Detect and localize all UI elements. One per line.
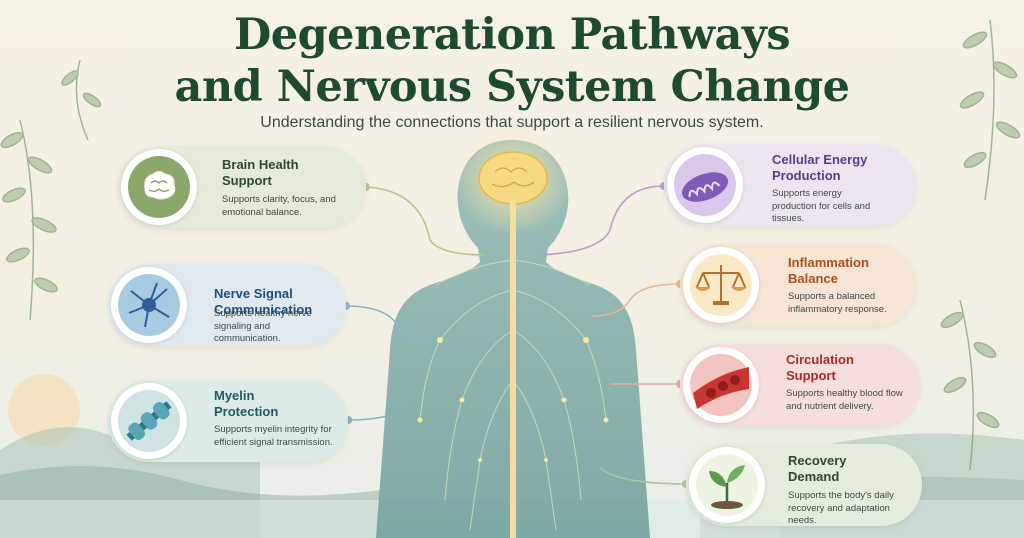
card-description: Supports clarity, focus, and emotional b… <box>222 194 336 218</box>
card-description: Supports healthy blood flow and nutrient… <box>786 388 903 412</box>
mitochondria-icon <box>667 147 743 223</box>
card-title: Inflammation Balance <box>788 255 869 286</box>
card-brain-health: Brain Health Support Supports clarity, f… <box>118 146 366 228</box>
card-title: Circulation Support <box>786 352 854 383</box>
page-title-line1: Degeneration Pathways <box>233 10 791 60</box>
card-inflammation: Inflammation Balance Supports a balanced… <box>680 244 916 326</box>
card-description: Supports myelin integrity for efficient … <box>214 424 333 448</box>
page-title-line2: and Nervous System Change <box>174 62 850 112</box>
brain-icon <box>121 149 197 225</box>
card-title: Cellular Energy Production <box>772 152 868 183</box>
card-title: Recovery Demand <box>788 453 847 484</box>
card-recovery: Recovery Demand Supports the body's dail… <box>686 444 922 526</box>
neuron-icon <box>111 267 187 343</box>
scale-icon <box>683 247 759 323</box>
sprout-icon <box>689 447 765 523</box>
page-subtitle: Understanding the connections that suppo… <box>260 114 764 131</box>
card-description: Supports energy production for cells and… <box>772 188 871 224</box>
card-title: Brain Health Support <box>222 157 299 188</box>
card-title: Nerve Signal Communication <box>214 286 313 317</box>
blood-vessel-icon <box>683 347 759 423</box>
card-title: Myelin Protection <box>214 388 279 419</box>
card-cellular-energy: Cellular Energy Production Supports ener… <box>664 144 916 226</box>
card-description: Supports a balanced inflammatory respons… <box>788 291 887 315</box>
card-description: Supports healthy nerve signaling and com… <box>214 308 312 344</box>
card-circulation: Circulation Support Supports healthy blo… <box>680 344 920 426</box>
myelin-icon <box>111 383 187 459</box>
card-description: Supports the body's daily recovery and a… <box>788 490 894 526</box>
card-myelin: Myelin Protection Supports myelin integr… <box>108 380 348 462</box>
card-nerve-signal: Nerve Signal Communication Supports heal… <box>108 264 346 346</box>
